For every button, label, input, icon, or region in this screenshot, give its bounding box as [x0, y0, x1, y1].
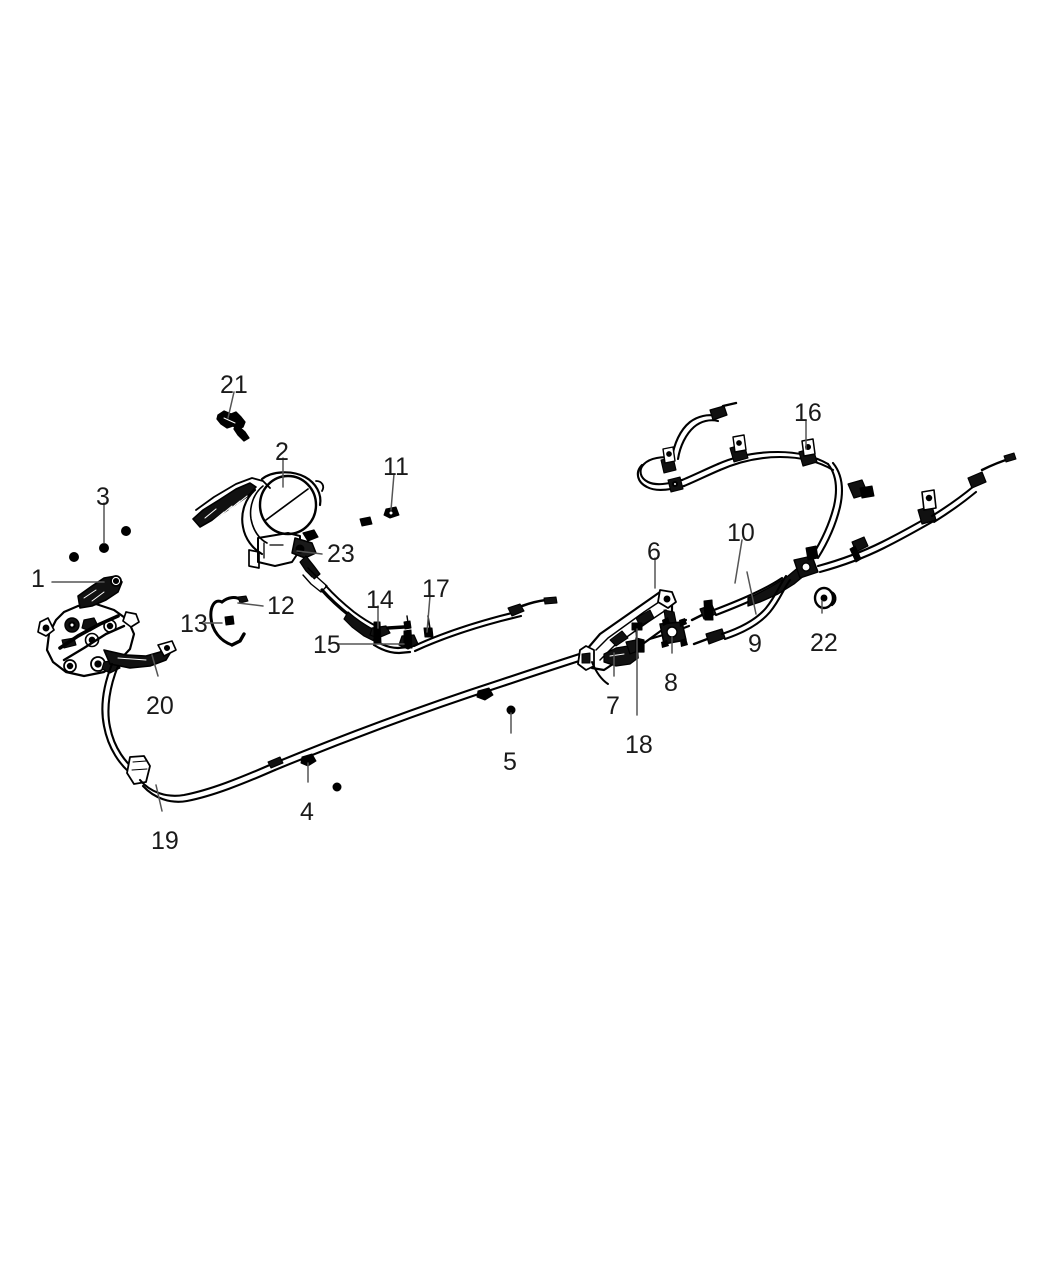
cable-bracket-right-art: [917, 489, 937, 525]
cable-bracket-bolt-art: [359, 506, 400, 527]
callout-label-15: 15: [313, 631, 341, 659]
callout-label-17: 17: [422, 575, 450, 603]
callout-leader-20: [151, 654, 159, 677]
callout-label-10: 10: [727, 519, 755, 547]
parking-brake-pedal-art: [37, 575, 177, 678]
callout-label-11: 11: [383, 453, 409, 481]
cable-support-bracket-art: [577, 589, 677, 685]
callout-label-14: 14: [366, 586, 394, 614]
callout-label-20: 20: [146, 692, 174, 720]
right-rear-parking-brake-cable-art: [692, 452, 1017, 646]
callout-leader-lines: [51, 391, 823, 812]
callout-label-16: 16: [794, 399, 822, 427]
pedal-mounting-nut-art: [69, 526, 131, 562]
callout-label-18: 18: [625, 731, 653, 759]
callout-label-13: 13: [180, 610, 208, 638]
callout-label-21: 21: [220, 371, 248, 399]
cable-retaining-spring-clip-art: [209, 595, 249, 647]
callout-leader-17: [426, 595, 431, 633]
callout-label-5: 5: [503, 748, 517, 776]
callout-label-12: 12: [267, 592, 295, 620]
sealing-plug-art: [813, 586, 837, 610]
cable-retainer-clip-art: [300, 753, 342, 792]
callout-label-1: 1: [31, 565, 45, 593]
callout-leader-9: [746, 571, 757, 615]
cable-connector-guide-art: [659, 617, 688, 648]
callout-leader-21: [227, 391, 235, 419]
callout-leader-11: [390, 473, 395, 511]
routing-clip-a-art: [660, 446, 677, 474]
callout-leader-12: [237, 602, 264, 607]
callout-label-6: 6: [647, 538, 661, 566]
cable-end-fitting-art: [126, 755, 151, 785]
callout-leader-10: [734, 539, 743, 584]
callout-leader-23: [296, 550, 323, 555]
lever-cable-attachment-art: [299, 555, 328, 593]
routing-clip-d-art: [847, 479, 875, 499]
cable-grommet-art: [476, 687, 516, 715]
callout-label-22: 22: [810, 629, 838, 657]
parking-brake-lever-art: [192, 471, 325, 569]
cable-routing-loop-art: [636, 401, 875, 499]
adjuster-screw-art: [403, 615, 412, 630]
callout-label-23: 23: [327, 540, 355, 568]
callout-leader-19: [155, 784, 163, 812]
routing-clip-16-art: [798, 438, 818, 467]
front-parking-brake-cable-art: [320, 585, 558, 655]
callout-label-9: 9: [748, 630, 762, 658]
callout-label-4: 4: [300, 798, 314, 826]
callout-label-3: 3: [96, 483, 110, 511]
callout-label-19: 19: [151, 827, 179, 855]
callout-label-7: 7: [606, 692, 620, 720]
callout-label-2: 2: [275, 438, 289, 466]
routing-clip-c-art: [729, 434, 749, 463]
routing-clip-b-art: [667, 476, 684, 493]
release-handle-link-art: [216, 410, 250, 442]
pedal-pad-arm-art: [103, 640, 177, 669]
callout-label-8: 8: [664, 669, 678, 697]
cable-clip-right-mid-art: [849, 536, 869, 563]
